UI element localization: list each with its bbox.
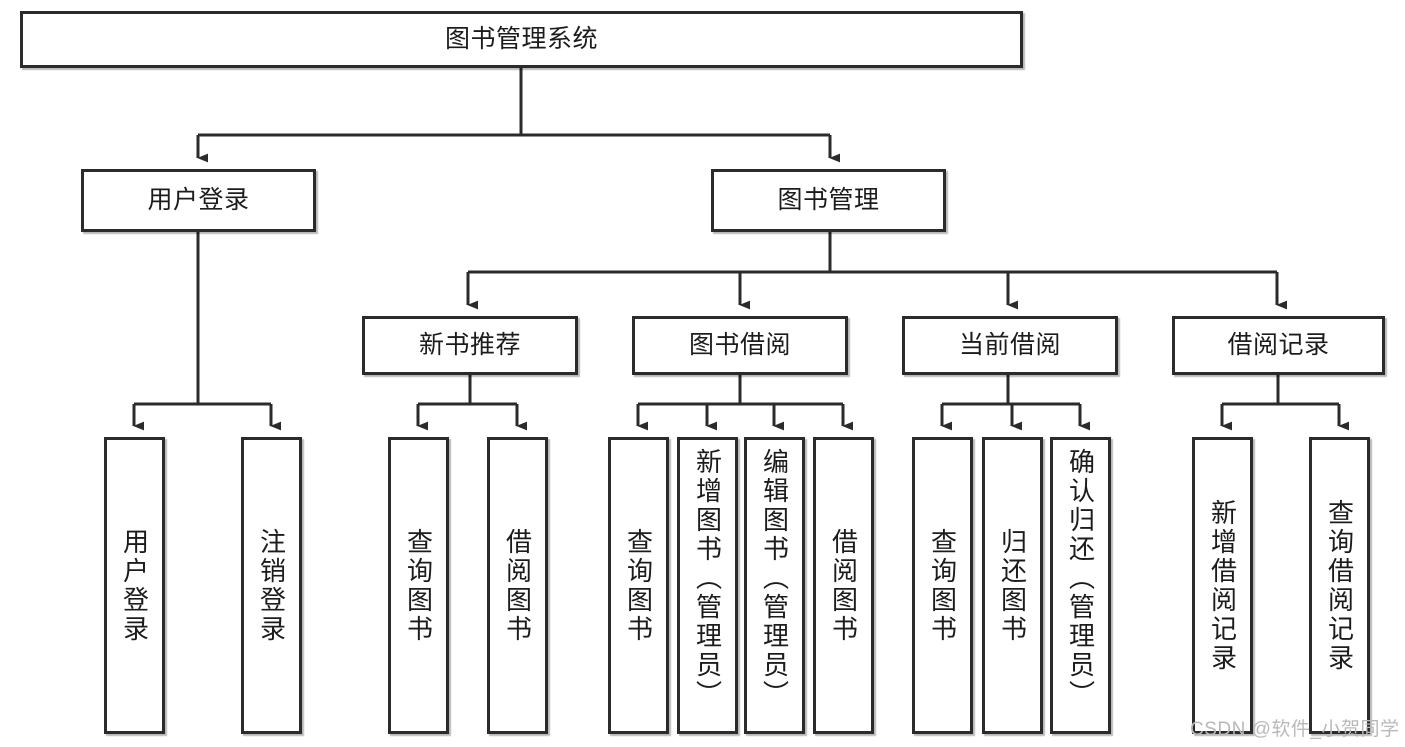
node-leaf-add-book-label: 新增图书（管理员） — [692, 448, 723, 709]
node-leaf-query-book-borrow-label: 查询图书 — [623, 527, 654, 644]
node-book-borrow-label: 图书借阅 — [688, 330, 791, 359]
node-leaf-add-borrow-record-label: 新增借阅记录 — [1207, 498, 1238, 673]
node-leaf-logout[interactable]: 注销登录 — [241, 437, 302, 734]
node-leaf-edit-book-label: 编辑图书（管理员） — [759, 448, 790, 709]
node-leaf-query-book-current[interactable]: 查询图书 — [912, 437, 973, 734]
node-leaf-query-borrow-record[interactable]: 查询借阅记录 — [1309, 437, 1370, 734]
node-leaf-query-book-borrow[interactable]: 查询图书 — [608, 437, 669, 734]
node-leaf-user-login[interactable]: 用户登录 — [104, 437, 165, 734]
node-leaf-user-login-label: 用户登录 — [119, 527, 150, 644]
node-root-label: 图书管理系统 — [444, 24, 598, 53]
node-borrow-records-label: 借阅记录 — [1227, 330, 1330, 359]
node-leaf-logout-label: 注销登录 — [256, 527, 287, 644]
node-current-borrow[interactable]: 当前借阅 — [902, 316, 1118, 375]
node-book-management-label: 图书管理 — [777, 185, 880, 214]
node-new-book-recommend-label: 新书推荐 — [418, 330, 521, 359]
node-leaf-query-book-recommend-label: 查询图书 — [403, 527, 434, 644]
node-book-borrow[interactable]: 图书借阅 — [632, 316, 848, 375]
node-leaf-borrow-book-label: 借阅图书 — [828, 527, 859, 644]
node-borrow-records[interactable]: 借阅记录 — [1172, 316, 1385, 375]
node-book-management[interactable]: 图书管理 — [711, 169, 946, 232]
node-leaf-edit-book[interactable]: 编辑图书（管理员） — [744, 437, 805, 734]
node-leaf-add-borrow-record[interactable]: 新增借阅记录 — [1192, 437, 1253, 734]
node-leaf-return-book-label: 归还图书 — [997, 527, 1028, 644]
node-leaf-return-book[interactable]: 归还图书 — [982, 437, 1043, 734]
node-user-login-label: 用户登录 — [147, 185, 250, 214]
node-leaf-borrow-book-recommend-label: 借阅图书 — [502, 527, 533, 644]
node-new-book-recommend[interactable]: 新书推荐 — [362, 316, 578, 375]
node-leaf-query-book-current-label: 查询图书 — [927, 527, 958, 644]
node-leaf-query-book-recommend[interactable]: 查询图书 — [388, 437, 449, 734]
node-leaf-borrow-book[interactable]: 借阅图书 — [813, 437, 874, 734]
node-leaf-confirm-return-label: 确认归还（管理员） — [1065, 448, 1096, 709]
node-root[interactable]: 图书管理系统 — [20, 11, 1023, 68]
node-leaf-borrow-book-recommend[interactable]: 借阅图书 — [487, 437, 548, 734]
node-current-borrow-label: 当前借阅 — [958, 330, 1061, 359]
node-leaf-add-book[interactable]: 新增图书（管理员） — [677, 437, 738, 734]
node-leaf-query-borrow-record-label: 查询借阅记录 — [1324, 498, 1355, 673]
node-leaf-confirm-return[interactable]: 确认归还（管理员） — [1050, 437, 1111, 734]
node-user-login[interactable]: 用户登录 — [81, 169, 316, 232]
